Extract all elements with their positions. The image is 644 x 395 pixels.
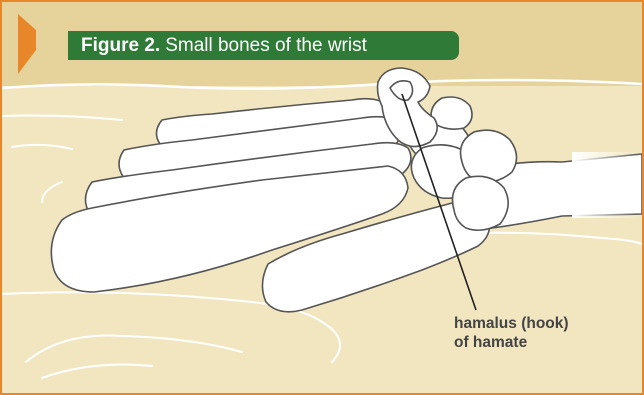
figure-label: Figure 2. — [81, 35, 160, 57]
annotation-line-1: hamalus (hook) — [454, 314, 644, 333]
forearm-fade — [572, 152, 642, 218]
figure-header: Figure 2. Small bones of the wrist — [68, 31, 459, 60]
figure-title: Small bones of the wrist — [165, 35, 367, 57]
trapezium-bone — [453, 176, 509, 230]
carpal-lunate — [461, 130, 517, 182]
bone-annotation: hamalus (hook) of hamate — [454, 314, 644, 352]
annotation-line-2: of hamate — [454, 333, 644, 352]
